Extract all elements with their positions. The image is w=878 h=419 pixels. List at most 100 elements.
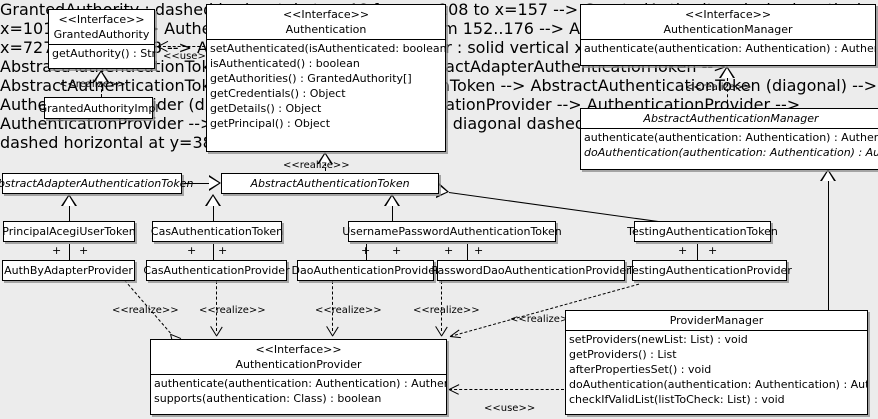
provider-manager-op-4: checkIfValidList(listToCheck: List) : vo… (569, 393, 785, 406)
abstract-adapter-authentication-token-name: AbstractAdapterAuthenticationToken (0, 177, 194, 190)
provider-manager-name: ProviderManager (669, 314, 764, 327)
testing-authentication-token-name: TestingAuthenticationToken (627, 225, 778, 238)
class-box-auth-by-adapter-provider[interactable]: AuthByAdapterProvider (2, 260, 135, 281)
provider-manager-operations: setProviders(newList: List) : void getPr… (566, 331, 867, 408)
granted-authority-impl-name: GrantedAuthorityImpl (38, 101, 159, 115)
class-box-username-password-authentication-token[interactable]: UsernamePasswordAuthenticationToken (342, 221, 562, 242)
authentication-provider-stereotype: <<Interface>> (255, 343, 342, 356)
provider-manager-op-0: setProviders(newList: List) : void (569, 333, 748, 346)
multiplicity-username-3: + (444, 244, 454, 257)
generalization-line-provider-manager (828, 180, 829, 311)
authentication-separator (207, 39, 445, 40)
authentication-op-4: getDetails() : Object (210, 102, 322, 115)
abstract-authentication-manager-op-1: doAuthentication(authentication: Authent… (584, 146, 878, 159)
class-box-testing-authentication-provider[interactable]: TestingAuthenticationProvider (627, 260, 792, 281)
multiplicity-principal-left: + (52, 244, 62, 257)
abstract-authentication-manager-name: AbstractAuthenticationManager (643, 112, 819, 125)
realize-triangle-abstract-auth-manager-inner (721, 68, 733, 78)
class-box-abstract-adapter-authentication-token[interactable]: AbstractAdapterAuthenticationToken (0, 173, 193, 194)
class-box-granted-authority[interactable]: <<Interface>> GrantedAuthority getAuthor… (48, 9, 155, 69)
generalization-triangle-provider-manager-inner (822, 171, 834, 181)
provider-manager-op-2: afterPropertiesSet() : void (569, 363, 712, 376)
class-box-abstract-authentication-token[interactable]: AbstractAuthenticationToken (221, 173, 439, 194)
realize-label-auth-by-adapter-provider: <<realize>> (112, 305, 179, 316)
class-box-authentication-provider[interactable]: <<Interface>> AuthenticationProvider aut… (150, 339, 447, 415)
multiplicity-testing-left: + (678, 244, 688, 257)
realize-label-abstract-authentication-token: <<realize>> (283, 160, 350, 171)
realize-label-password-dao-authentication-provider: <<realize>> (413, 305, 480, 316)
abstract-authentication-manager-header: AbstractAuthenticationManager (581, 109, 878, 128)
realize-triangle-abstract-auth-token-inner (319, 154, 331, 164)
provider-manager-op-1: getProviders() : List (569, 348, 677, 361)
class-box-cas-authentication-token[interactable]: CasAuthenticationToken (150, 221, 284, 242)
realize-arrowhead-pwdao-b (441, 326, 448, 337)
class-box-authentication[interactable]: <<Interface>> Authentication setAuthenti… (206, 4, 446, 152)
generalization-triangle-username-password-token-inner (386, 196, 398, 206)
realize-label-cas-authentication-provider: <<realize>> (199, 305, 266, 316)
class-box-granted-authority-impl[interactable]: GrantedAuthorityImpl (39, 97, 158, 119)
cas-authentication-provider-name: CasAuthenticationProvider (143, 264, 290, 277)
authentication-provider-separator (151, 374, 446, 375)
realize-label-granted-authority-impl: <<realize>> (59, 79, 126, 90)
multiplicity-cas-right: + (218, 244, 228, 257)
password-dao-authentication-provider-name: PasswordDaoAuthenticationProvider (431, 264, 631, 277)
authentication-manager-operations: authenticate(authentication: Authenticat… (581, 40, 875, 57)
provider-manager-op-3: doAuthentication(authentication: Authent… (569, 378, 867, 391)
class-box-provider-manager[interactable]: ProviderManager setProviders(newList: Li… (565, 310, 868, 415)
authentication-op-3: getCredentials() : Object (210, 87, 346, 100)
class-box-password-dao-authentication-provider[interactable]: PasswordDaoAuthenticationProvider (431, 260, 631, 281)
cas-authentication-token-name: CasAuthenticationToken (150, 225, 284, 238)
class-box-authentication-manager[interactable]: <<Interface>> AuthenticationManager auth… (580, 4, 876, 66)
authentication-manager-header: <<Interface>> AuthenticationManager (581, 5, 875, 39)
class-box-abstract-authentication-manager[interactable]: AbstractAuthenticationManager authentica… (580, 108, 878, 170)
association-line-username-token-password-dao-provider (467, 244, 468, 260)
authentication-provider-op-0: authenticate(authentication: Authenticat… (154, 377, 446, 390)
auth-by-adapter-provider-name: AuthByAdapterProvider (4, 264, 133, 277)
class-box-testing-authentication-token[interactable]: TestingAuthenticationToken (627, 221, 778, 242)
realize-line-cas-authentication-provider (216, 281, 217, 331)
abstract-authentication-manager-operations: authenticate(authentication: Authenticat… (581, 129, 878, 161)
realize-triangle-granted-authority-impl-inner (95, 72, 107, 82)
association-line-cas-token-provider (213, 244, 214, 260)
association-line-principal-token-provider (69, 244, 70, 260)
association-line-username-token-dao-provider (366, 244, 367, 260)
realize-label-abstract-authentication-manager: <<realize>> (685, 82, 752, 93)
multiplicity-username-4: + (474, 244, 484, 257)
realize-label-dao-authentication-provider: <<realize>> (315, 305, 382, 316)
generalization-line-abstract-adapter-token (182, 183, 211, 184)
granted-authority-name: GrantedAuthority (53, 28, 150, 41)
generalization-line-cas-authentication-token (213, 205, 214, 221)
authentication-manager-op-0: authenticate(authentication: Authenticat… (584, 42, 875, 55)
realize-line-dao-authentication-provider (332, 281, 333, 331)
authentication-manager-separator (581, 39, 875, 40)
granted-authority-stereotype: <<Interface>> (58, 13, 145, 26)
multiplicity-principal-right: + (79, 244, 89, 257)
realize-arrowhead-dao-b (332, 326, 339, 337)
granted-authority-operations: getAuthority() : String (49, 45, 154, 62)
authentication-manager-name: AuthenticationManager (663, 23, 793, 36)
abstract-authentication-manager-op-0: authenticate(authentication: Authenticat… (584, 131, 878, 144)
authentication-operations: setAuthenticated(isAuthenticated: boolea… (207, 40, 445, 132)
use-line-authentication-granted-authority (158, 46, 210, 47)
class-box-principal-acegi-user-token[interactable]: PrincipalAcegiUserToken (2, 221, 136, 242)
realize-line-granted-authority-impl (101, 70, 102, 97)
authentication-provider-header: <<Interface>> AuthenticationProvider (151, 340, 446, 374)
realize-line-abstract-authentication-token (325, 153, 326, 176)
authentication-provider-operations: authenticate(authentication: Authenticat… (151, 375, 446, 407)
authentication-name: Authentication (285, 23, 367, 36)
multiplicity-cas-left: + (187, 244, 197, 257)
granted-authority-separator (49, 44, 154, 45)
provider-manager-header: ProviderManager (566, 311, 867, 330)
generalization-triangle-cas-token-inner (207, 196, 219, 206)
authentication-op-2: getAuthorities() : GrantedAuthority[] (210, 72, 412, 85)
realize-label-testing-authentication-provider: <<realize>> (510, 314, 577, 325)
class-box-dao-authentication-provider[interactable]: DaoAuthenticationProvider (292, 260, 440, 281)
authentication-op-1: isAuthenticated() : boolean (210, 57, 360, 70)
authentication-provider-op-1: supports(authentication: Class) : boolea… (154, 392, 382, 405)
abstract-authentication-manager-separator (581, 128, 878, 129)
granted-authority-header: <<Interface>> GrantedAuthority (49, 10, 154, 44)
generalization-line-username-password-token (392, 205, 393, 221)
use-label-granted-authority: <<use>> (163, 51, 215, 62)
realize-line-password-dao-authentication-provider (441, 281, 442, 331)
class-box-cas-authentication-provider[interactable]: CasAuthenticationProvider (143, 260, 290, 281)
